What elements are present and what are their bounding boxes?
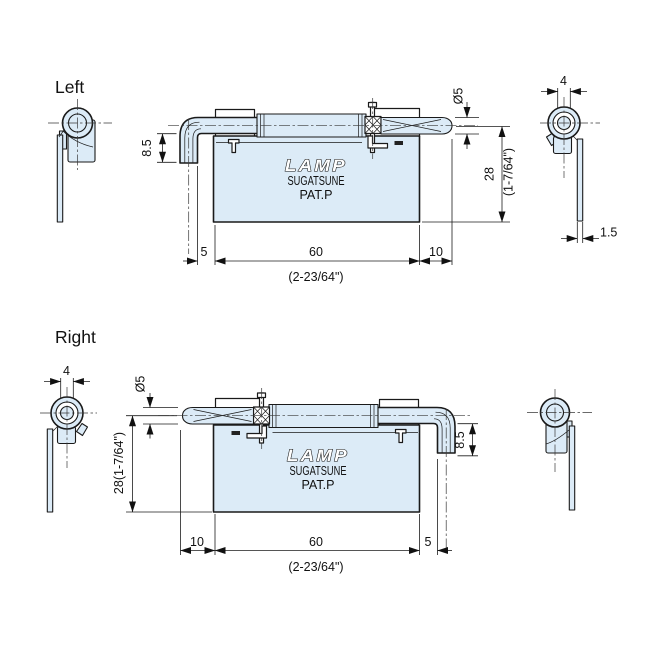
dim-height: 28(1-7/64"): [112, 415, 212, 513]
dim-text: (2-23/64"): [288, 560, 343, 574]
dim-text: 1.5: [600, 226, 617, 240]
slot-mark: [394, 141, 403, 145]
dim-text: 8.5: [453, 431, 467, 448]
left-end-side-view: [48, 99, 112, 223]
dim-text: 4: [63, 364, 70, 378]
right-end-side-view: [527, 389, 592, 511]
dim-pin-diameter: Ø5: [134, 376, 178, 439]
rod-bend-detail: [184, 121, 202, 163]
dim-text: (2-23/64"): [288, 270, 343, 284]
rod-bend-detail: [433, 411, 451, 453]
spring-leg: [46, 428, 54, 513]
spring-leg: [576, 138, 584, 222]
dim-text: 5: [425, 535, 432, 549]
dim-text: 8.5: [140, 139, 154, 156]
left-version: Left: [48, 74, 617, 284]
dim-coil-width: 4: [541, 74, 587, 108]
lamp-logo: LAMP SUGATSUNE PAT.P: [287, 447, 349, 493]
centerlines: [48, 99, 112, 170]
right-version: Right 4: [40, 327, 592, 574]
lamp-logo: LAMP SUGATSUNE PAT.P: [285, 157, 347, 203]
patent-text: PAT.P: [300, 187, 333, 202]
company-text: SUGATSUNE: [290, 463, 347, 478]
dim-text: (1-7/64"): [502, 148, 516, 196]
dim-text: 5: [201, 245, 208, 259]
right-main-view: LAMP SUGATSUNE PAT.P Ø5 28(1-7/64"): [112, 376, 478, 574]
left-version-label: Left: [55, 77, 84, 97]
wire-hook: [75, 422, 89, 437]
spring-leg: [568, 425, 576, 511]
centerlines: [158, 388, 470, 548]
dim-pin-diameter: Ø5: [452, 88, 479, 149]
spring-wire-line: [62, 130, 94, 148]
dim-bend-height: 8.5: [140, 133, 177, 163]
dim-width-chain: 10 60 5 (2-23/64"): [180, 430, 452, 574]
centerlines: [40, 387, 97, 468]
spring-wire-line: [545, 429, 570, 445]
right-version-label: Right: [55, 327, 96, 347]
dim-bend-height: 8.5: [453, 423, 478, 457]
dim-coil-width: 4: [44, 364, 90, 399]
centerlines: [168, 98, 478, 254]
brand-text: LAMP: [287, 447, 349, 465]
brand-text: LAMP: [285, 157, 347, 175]
dim-text: 28(1-7/64"): [112, 432, 126, 494]
latch-case-body: [212, 424, 421, 513]
patent-text: PAT.P: [302, 477, 335, 492]
dim-text: 10: [429, 245, 443, 259]
strike-pin: [227, 138, 240, 154]
strike-pin: [394, 428, 407, 444]
right-spring-side-view: 4: [40, 364, 97, 513]
dim-width-chain: 5 60 10 (2-23/64"): [183, 139, 453, 284]
company-text: SUGATSUNE: [288, 173, 345, 188]
dim-text: 10: [190, 535, 204, 549]
centerlines: [540, 97, 600, 178]
dim-text: 60: [309, 245, 323, 259]
dim-wire-thickness: 1.5: [561, 222, 617, 243]
dim-text: 28: [483, 167, 497, 181]
centerlines: [527, 389, 592, 472]
left-main-view: LAMP SUGATSUNE PAT.P 8.5 Ø5 28: [140, 88, 516, 284]
dim-text: Ø5: [134, 376, 148, 393]
dim-text: 4: [560, 74, 567, 88]
dim-height: 28 (1-7/64"): [422, 126, 516, 223]
left-spring-side-view: 4 1.5: [540, 74, 617, 243]
spring-wire-line: [58, 129, 65, 138]
spring-leg: [56, 134, 64, 223]
dim-text: Ø5: [452, 88, 466, 105]
dim-text: 60: [309, 535, 323, 549]
slot-mark: [231, 431, 240, 435]
